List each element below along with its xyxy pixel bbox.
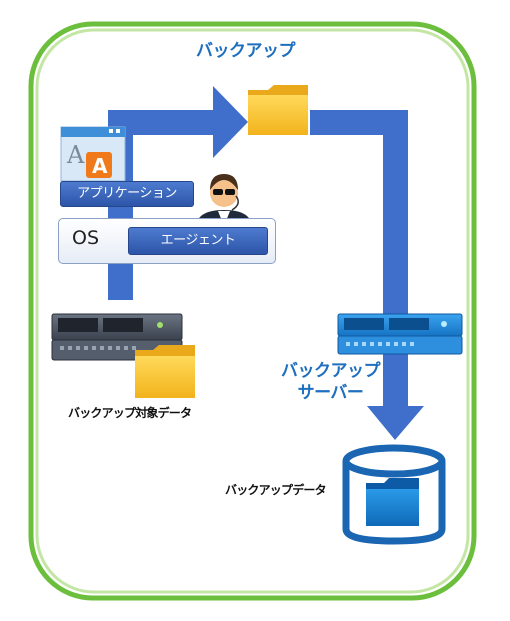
source-server-icon bbox=[51, 313, 183, 361]
backup-server-label: バックアップ サーバー bbox=[281, 360, 381, 404]
backup-data-label: バックアップデータ bbox=[225, 483, 327, 497]
backup-server-label-line2: サーバー bbox=[297, 383, 364, 403]
backup-target-data-label: バックアップ対象データ bbox=[68, 406, 192, 420]
os-label: OS bbox=[72, 227, 100, 249]
svg-text:A: A bbox=[66, 141, 85, 169]
folder-icon bbox=[248, 85, 308, 135]
backup-flow-arrow-right bbox=[310, 110, 424, 440]
database-icon bbox=[342, 444, 446, 545]
agent-label: エージェント bbox=[128, 227, 268, 255]
target-folder-icon bbox=[135, 345, 195, 398]
backup-server-icon bbox=[337, 313, 463, 355]
application-window-icon: A A bbox=[60, 126, 126, 182]
application-label: アプリケーション bbox=[60, 181, 194, 207]
backup-server-label-line1: バックアップ bbox=[281, 361, 381, 381]
environment-frame bbox=[28, 21, 477, 601]
diagram-title: バックアップ bbox=[196, 41, 296, 61]
svg-text:A: A bbox=[92, 154, 108, 178]
